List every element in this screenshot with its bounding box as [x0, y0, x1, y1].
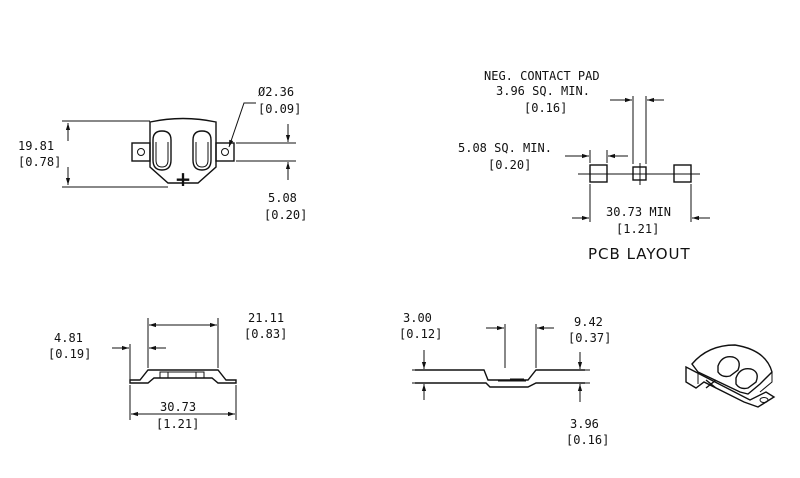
- iso-left-slot: [717, 356, 740, 378]
- holder-body-outline: [149, 117, 217, 184]
- iso-base: [685, 365, 776, 408]
- pcb-layout-title: PCB LAYOUT: [588, 245, 691, 263]
- front-height-in: [0.19]: [48, 347, 91, 361]
- hole-dia-in: [0.09]: [258, 102, 301, 116]
- left-pad: [589, 164, 608, 183]
- right-tab-hole: [221, 148, 229, 156]
- pad-size: 5.08 SQ. MIN.: [458, 141, 552, 155]
- front-inner-in: [0.83]: [244, 327, 287, 341]
- top-height-in: [0.78]: [18, 155, 61, 169]
- right-pad: [673, 164, 692, 183]
- front-height-mm: 4.81: [54, 331, 83, 345]
- left-tab-hole: [137, 148, 145, 156]
- isometric-view: [685, 344, 776, 408]
- front-inner-mm: 21.11: [248, 311, 284, 325]
- top-height-mm: 19.81: [18, 139, 54, 153]
- neg-pad-in: [0.16]: [524, 101, 567, 115]
- side-width-mm: 9.42: [574, 315, 603, 329]
- side-profile: [415, 369, 585, 388]
- right-tab: [215, 142, 235, 162]
- pcb-layout: NEG. CONTACT PAD 3.96 SQ. MIN. [0.16] 5.…: [458, 69, 710, 263]
- front-profile: [129, 369, 237, 384]
- polarity-plus: +: [175, 167, 192, 191]
- iso-right-slot: [735, 368, 758, 390]
- side-view: 3.00 [0.12] 9.42 [0.37] 3.96 [0.16]: [399, 311, 611, 447]
- front-overall-in: [1.21]: [156, 417, 199, 431]
- front-view: 21.11 [0.83] 4.81 [0.19] 30.73 [1.21]: [48, 311, 287, 431]
- neg-pad-size: 3.96 SQ. MIN.: [496, 84, 590, 98]
- side-lead-mm: 3.96: [570, 417, 599, 431]
- top-view: + 19.81 [0.78] Ø2.36 [0.09] 5.08 [0.20]: [18, 85, 307, 222]
- pcb-span-mm: 30.73 MIN: [606, 205, 671, 219]
- neg-pad-title: NEG. CONTACT PAD: [484, 69, 600, 83]
- left-contact-slot: [152, 130, 172, 171]
- pcb-span-in: [1.21]: [616, 222, 659, 236]
- side-height-in: [0.12]: [399, 327, 442, 341]
- hole-dia-mm: Ø2.36: [258, 85, 294, 99]
- top-offset-in: [0.20]: [264, 208, 307, 222]
- right-contact-slot: [192, 130, 212, 171]
- pad-in: [0.20]: [488, 158, 531, 172]
- front-overall-mm: 30.73: [160, 400, 196, 414]
- side-lead-in: [0.16]: [566, 433, 609, 447]
- left-tab: [131, 142, 151, 162]
- side-width-in: [0.37]: [568, 331, 611, 345]
- top-offset-mm: 5.08: [268, 191, 297, 205]
- side-height-mm: 3.00: [403, 311, 432, 325]
